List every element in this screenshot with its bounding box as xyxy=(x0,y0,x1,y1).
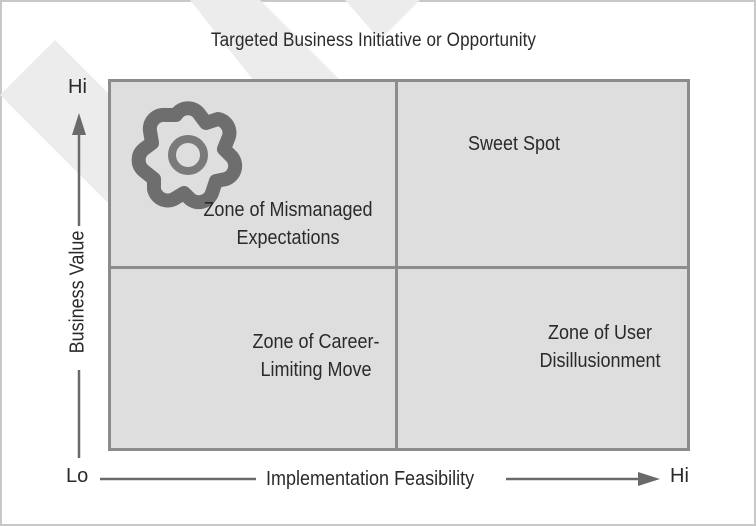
quadrant-divider-vertical xyxy=(395,79,398,451)
quadrant-grid xyxy=(108,79,690,451)
quadrant-label-line: Expectations xyxy=(236,227,340,249)
quadrant-label-sweet-spot: Sweet Spot xyxy=(433,130,595,158)
quadrant-label-user-disillusionment: Zone of User Disillusionment xyxy=(510,319,690,375)
quadrant-label-line: Zone of Mismanaged xyxy=(203,199,373,221)
x-axis-arrowhead xyxy=(638,472,660,486)
y-axis-label: Business Value xyxy=(66,230,89,354)
quadrant-label-line: Disillusionment xyxy=(539,350,661,372)
diagram-title: Targeted Business Initiative or Opportun… xyxy=(210,30,537,51)
x-axis-label: Implementation Feasibility xyxy=(266,468,475,490)
y-axis-low-label: Lo xyxy=(66,465,89,487)
x-axis-high-label: Hi xyxy=(670,465,689,487)
quadrant-label-mismanaged-expectations: Zone of Mismanaged Expectations xyxy=(189,196,387,252)
quadrant-divider-horizontal xyxy=(108,266,690,269)
quadrant-label-line: Zone of User xyxy=(547,322,653,344)
quadrant-label-line: Limiting Move xyxy=(260,359,372,381)
quadrant-label-line: Zone of Career- xyxy=(252,331,380,353)
gear-icon xyxy=(131,101,243,210)
y-axis-high-label: Hi xyxy=(68,76,87,98)
quadrant-label-line: Sweet Spot xyxy=(467,133,561,155)
quadrant-label-career-limiting-move: Zone of Career- Limiting Move xyxy=(226,328,406,384)
y-axis-arrowhead xyxy=(72,113,86,135)
